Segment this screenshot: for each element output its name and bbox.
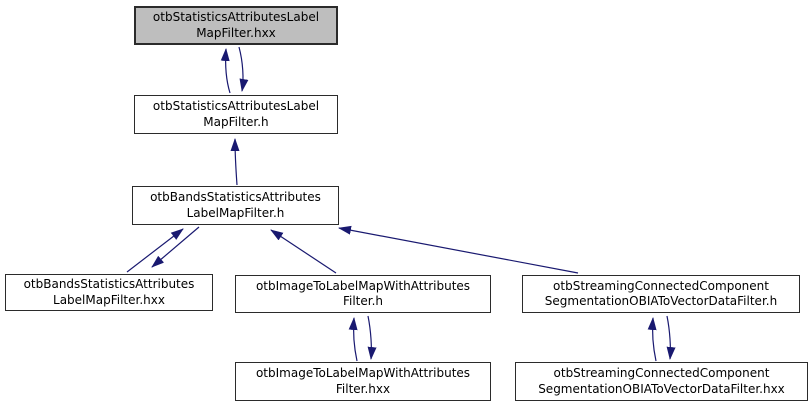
edge-imagetolabelh-to-bandsh-arrow	[270, 229, 337, 274]
edge-streaminghxx-to-streamingh-arrow	[647, 317, 657, 362]
edge-bandsh-to-bandshxx-arrow	[151, 226, 200, 268]
node-streaming-connected-component-segmentation-obia-to-vector-data-filter-hxx[interactable]: otbStreamingConnectedComponent Segmentat…	[515, 362, 808, 401]
node-statistics-attributes-label-map-filter-hxx[interactable]: otbStatisticsAttributesLabel MapFilter.h…	[134, 6, 338, 45]
edge-streamingh-to-streaminghxx-arrow	[666, 315, 676, 360]
node-streaming-connected-component-segmentation-obia-to-vector-data-filter-h[interactable]: otbStreamingConnectedComponent Segmentat…	[522, 275, 800, 313]
edge-bandshxx-to-bandsh-arrow	[126, 228, 184, 273]
edge-bandsh-to-statsh-arrow	[230, 138, 240, 186]
node-image-to-label-map-with-attributes-filter-h[interactable]: otbImageToLabelMapWithAttributes Filter.…	[235, 275, 491, 313]
edge-statsh-to-statshxx-arrow	[220, 48, 231, 94]
edge-statshxx-to-statsh-arrow	[238, 46, 249, 92]
edge-imagetolabelh-to-imagetolabelhxx-arrow	[367, 315, 377, 360]
edge-streamingh-to-bandsh-arrow	[338, 225, 579, 274]
node-bands-statistics-attributes-label-map-filter-h[interactable]: otbBandsStatisticsAttributes LabelMapFil…	[132, 186, 339, 225]
node-image-to-label-map-with-attributes-filter-hxx[interactable]: otbImageToLabelMapWithAttributes Filter.…	[235, 362, 491, 401]
node-statistics-attributes-label-map-filter-h[interactable]: otbStatisticsAttributesLabel MapFilter.h	[134, 95, 338, 134]
edge-imagetolabelhxx-to-imagetolabelh-arrow	[348, 317, 358, 362]
node-bands-statistics-attributes-label-map-filter-hxx[interactable]: otbBandsStatisticsAttributes LabelMapFil…	[5, 274, 213, 311]
